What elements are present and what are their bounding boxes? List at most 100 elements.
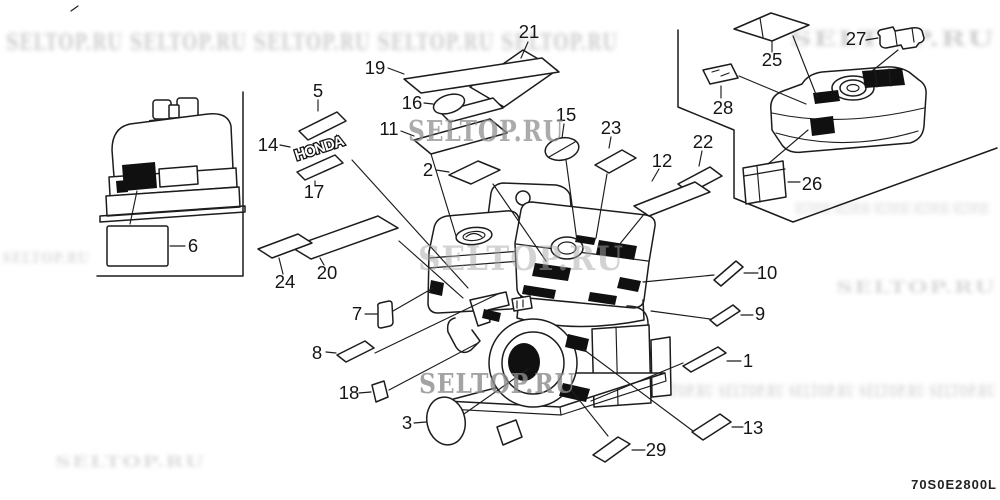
air-cleaner-top-view — [99, 97, 246, 223]
callout-16-number: 16 — [402, 92, 423, 113]
watermark-smudge: SELTOP.RU SELTOP.RU SELTOP.RU SELTOP.RU … — [648, 382, 996, 402]
scan-artifact — [70, 5, 79, 12]
decal-location-black — [482, 309, 501, 322]
fuel-tank-drawing — [770, 66, 927, 154]
watermark-smudge: SELTOP.RU SELTOP.RU SELTOP.RU SELTOP.RU … — [6, 29, 618, 56]
decal-location-black — [810, 116, 835, 136]
callout-26-label — [742, 160, 787, 205]
label-divider — [759, 17, 764, 38]
engine-main-drawing — [427, 182, 672, 446]
decal-location-black — [429, 280, 444, 296]
mini-logo-marks — [516, 299, 524, 309]
decal-location-black — [122, 162, 157, 191]
callout-14-number: 14 — [258, 134, 279, 155]
decal-location-black — [862, 68, 905, 88]
callout-20-label — [290, 215, 399, 260]
watermark-smudge: SELTOP.RU SELTOP.RU SELTOP.RU SELTOP.RU … — [795, 199, 990, 218]
callout-9-number: 9 — [755, 303, 765, 324]
part-code: 70S0E2800L — [911, 477, 997, 492]
air-cleaner-emblem-oval — [455, 226, 493, 246]
filler-cap-center — [846, 83, 860, 93]
bracket-detail — [894, 27, 915, 46]
callout-7-number: 7 — [352, 303, 362, 324]
air-cleaner-inset: 6 — [96, 91, 246, 277]
callout-29-number: 29 — [646, 439, 667, 460]
side-port — [158, 165, 199, 188]
callout-5-number: 5 — [313, 80, 323, 101]
watermark-smudges: SELTOP.RU SELTOP.RU SELTOP.RU SELTOP.RU … — [2, 26, 996, 471]
callout-6-number: 6 — [188, 235, 198, 256]
leader-lines — [278, 41, 759, 451]
callout-16-oval — [432, 93, 466, 115]
callout-8-number: 8 — [312, 342, 322, 363]
watermark-top: SELTOP.RU — [408, 114, 564, 148]
callout-5-label — [298, 111, 347, 141]
callout-28-number: 28 — [713, 97, 734, 118]
tank-seams — [771, 107, 925, 144]
callout-8-label — [336, 340, 375, 363]
callout-1-number: 1 — [743, 350, 753, 371]
decal-location-black — [813, 90, 840, 104]
air-cleaner-seams — [428, 250, 522, 269]
callout-3-oval — [426, 396, 466, 446]
callout-27-number: 27 — [846, 28, 867, 49]
watermark-smudge: SELTOP.RU — [836, 278, 996, 298]
callout-13-number: 13 — [743, 417, 764, 438]
tank-decal-locations — [522, 235, 641, 305]
decal-location-black — [116, 180, 128, 193]
fuel-tank-inset: 25 27 28 26 — [677, 12, 998, 223]
callout-20-number: 20 — [317, 262, 338, 283]
callout-18-label — [371, 380, 389, 403]
label-divider — [743, 165, 786, 203]
watermark-smudge: SELTOP.RU — [2, 249, 90, 267]
carb-neck — [168, 104, 180, 119]
number-dashes — [278, 41, 759, 451]
flange — [99, 205, 246, 223]
callout-15-slash — [548, 141, 576, 158]
starter-hub-black — [508, 343, 540, 381]
callout-25-number: 25 — [762, 49, 783, 70]
engine-column — [591, 324, 652, 408]
callout-2-number: 2 — [423, 159, 433, 180]
leader-line — [129, 190, 138, 225]
callout-13-label — [691, 413, 732, 441]
callout-15-number: 15 — [556, 104, 577, 125]
tank-cap-inner — [557, 241, 577, 255]
callout-1-label — [682, 346, 727, 373]
callout-23-number: 23 — [601, 117, 622, 138]
emblem-swirl — [465, 232, 483, 238]
callout-19-number: 19 — [365, 57, 386, 78]
watermark-bottom: SELTOP.RU — [419, 369, 576, 400]
callout-22-number: 22 — [693, 131, 714, 152]
callout-23-label — [594, 149, 637, 174]
callout-16-label — [439, 97, 504, 123]
callout-24-label — [257, 233, 313, 259]
callout-2-label — [448, 160, 501, 185]
callout-24-number: 24 — [275, 271, 296, 292]
callout-26-number: 26 — [802, 173, 823, 194]
callout-12-label — [633, 181, 711, 217]
cover-body — [111, 113, 234, 178]
decal-labels: HONDA — [257, 49, 744, 463]
callout-18-number: 18 — [339, 382, 360, 403]
air-cleaner-emblem-inner — [462, 230, 486, 242]
callout-29-label — [592, 436, 631, 463]
starter-grip — [446, 317, 481, 354]
callout-27-bracket — [877, 26, 925, 50]
callout-numbers: 1 2 3 5 7 8 9 10 11 12 13 14 15 16 17 18… — [258, 21, 778, 460]
pointer-lines — [351, 153, 715, 437]
callout-9-label — [709, 304, 741, 327]
watermarks: SELTOP.RU SELTOP.RU SELTOP.RU — [408, 114, 623, 400]
mini-logo-plate — [511, 295, 533, 312]
callout-28-label — [702, 63, 739, 85]
callout-11-number: 11 — [379, 118, 398, 139]
engine-column-rear — [650, 336, 672, 398]
leader-line — [711, 69, 807, 105]
decal-location-black — [559, 383, 590, 402]
tank-cap — [550, 236, 584, 260]
callout-10-label — [713, 260, 744, 287]
callout-6-label — [106, 225, 169, 267]
callout-7-label — [377, 300, 394, 329]
